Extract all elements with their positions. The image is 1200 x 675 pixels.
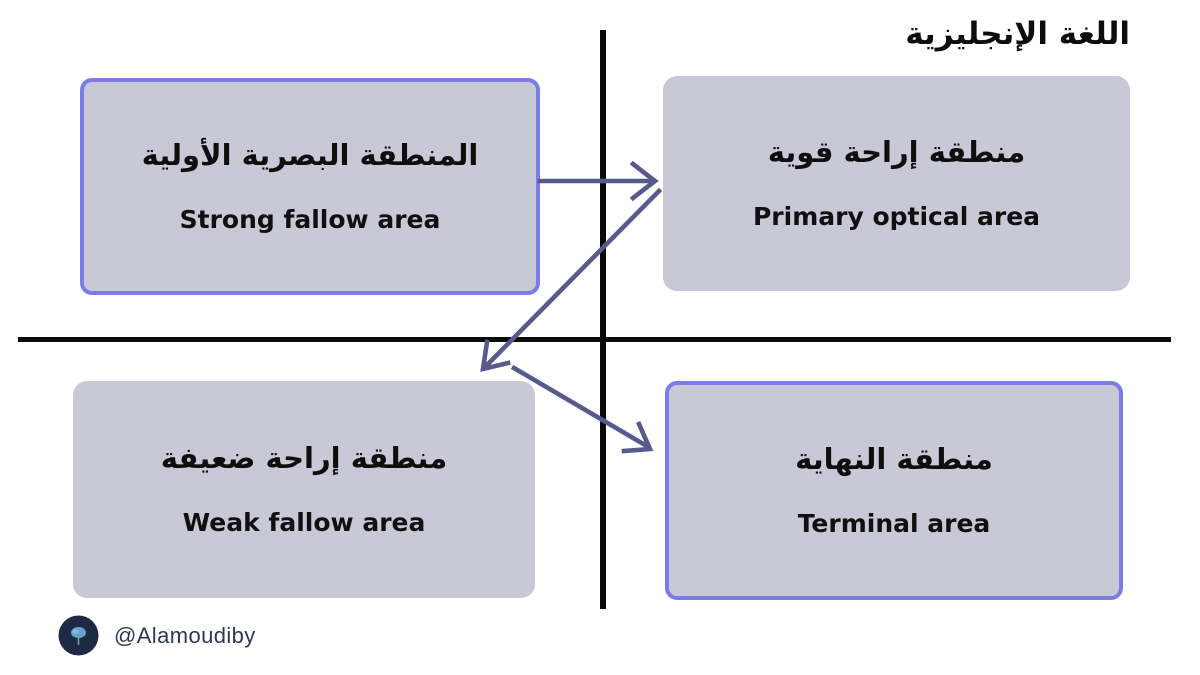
vertical-axis-line	[600, 30, 606, 609]
quadrant-top-right-english-label: Primary optical area	[752, 202, 1041, 232]
page-title: اللغة الإنجليزية	[905, 16, 1130, 52]
quadrant-top-right: منطقة إراحة قوية Primary optical area	[663, 76, 1130, 291]
quadrant-top-left-english-label: Strong fallow area	[179, 205, 441, 235]
arrow-down-right-head-icon	[621, 420, 654, 454]
quadrant-bottom-left-arabic-label: منطقة إراحة ضعيفة	[160, 441, 448, 476]
arrow-right-head-icon	[629, 160, 659, 202]
quadrant-bottom-right-english-label: Terminal area	[797, 509, 991, 539]
horizontal-axis-line	[18, 337, 1171, 342]
quadrant-top-left: المنطقة البصرية الأولية Strong fallow ar…	[80, 78, 540, 295]
quadrant-bottom-left: منطقة إراحة ضعيفة Weak fallow area	[73, 381, 535, 598]
watermark-handle: @Alamoudiby	[114, 622, 256, 648]
quadrant-bottom-left-english-label: Weak fallow area	[182, 508, 426, 538]
watermark: @Alamoudiby	[58, 615, 256, 656]
quadrant-top-right-arabic-label: منطقة إراحة قوية	[767, 135, 1026, 170]
avatar-logo-icon	[58, 615, 99, 656]
quadrant-bottom-right-arabic-label: منطقة النهاية	[795, 442, 993, 477]
quadrant-top-left-arabic-label: المنطقة البصرية الأولية	[141, 138, 479, 173]
arrow-down-left-head-icon	[480, 339, 511, 373]
quadrant-bottom-right: منطقة النهاية Terminal area	[665, 381, 1123, 600]
